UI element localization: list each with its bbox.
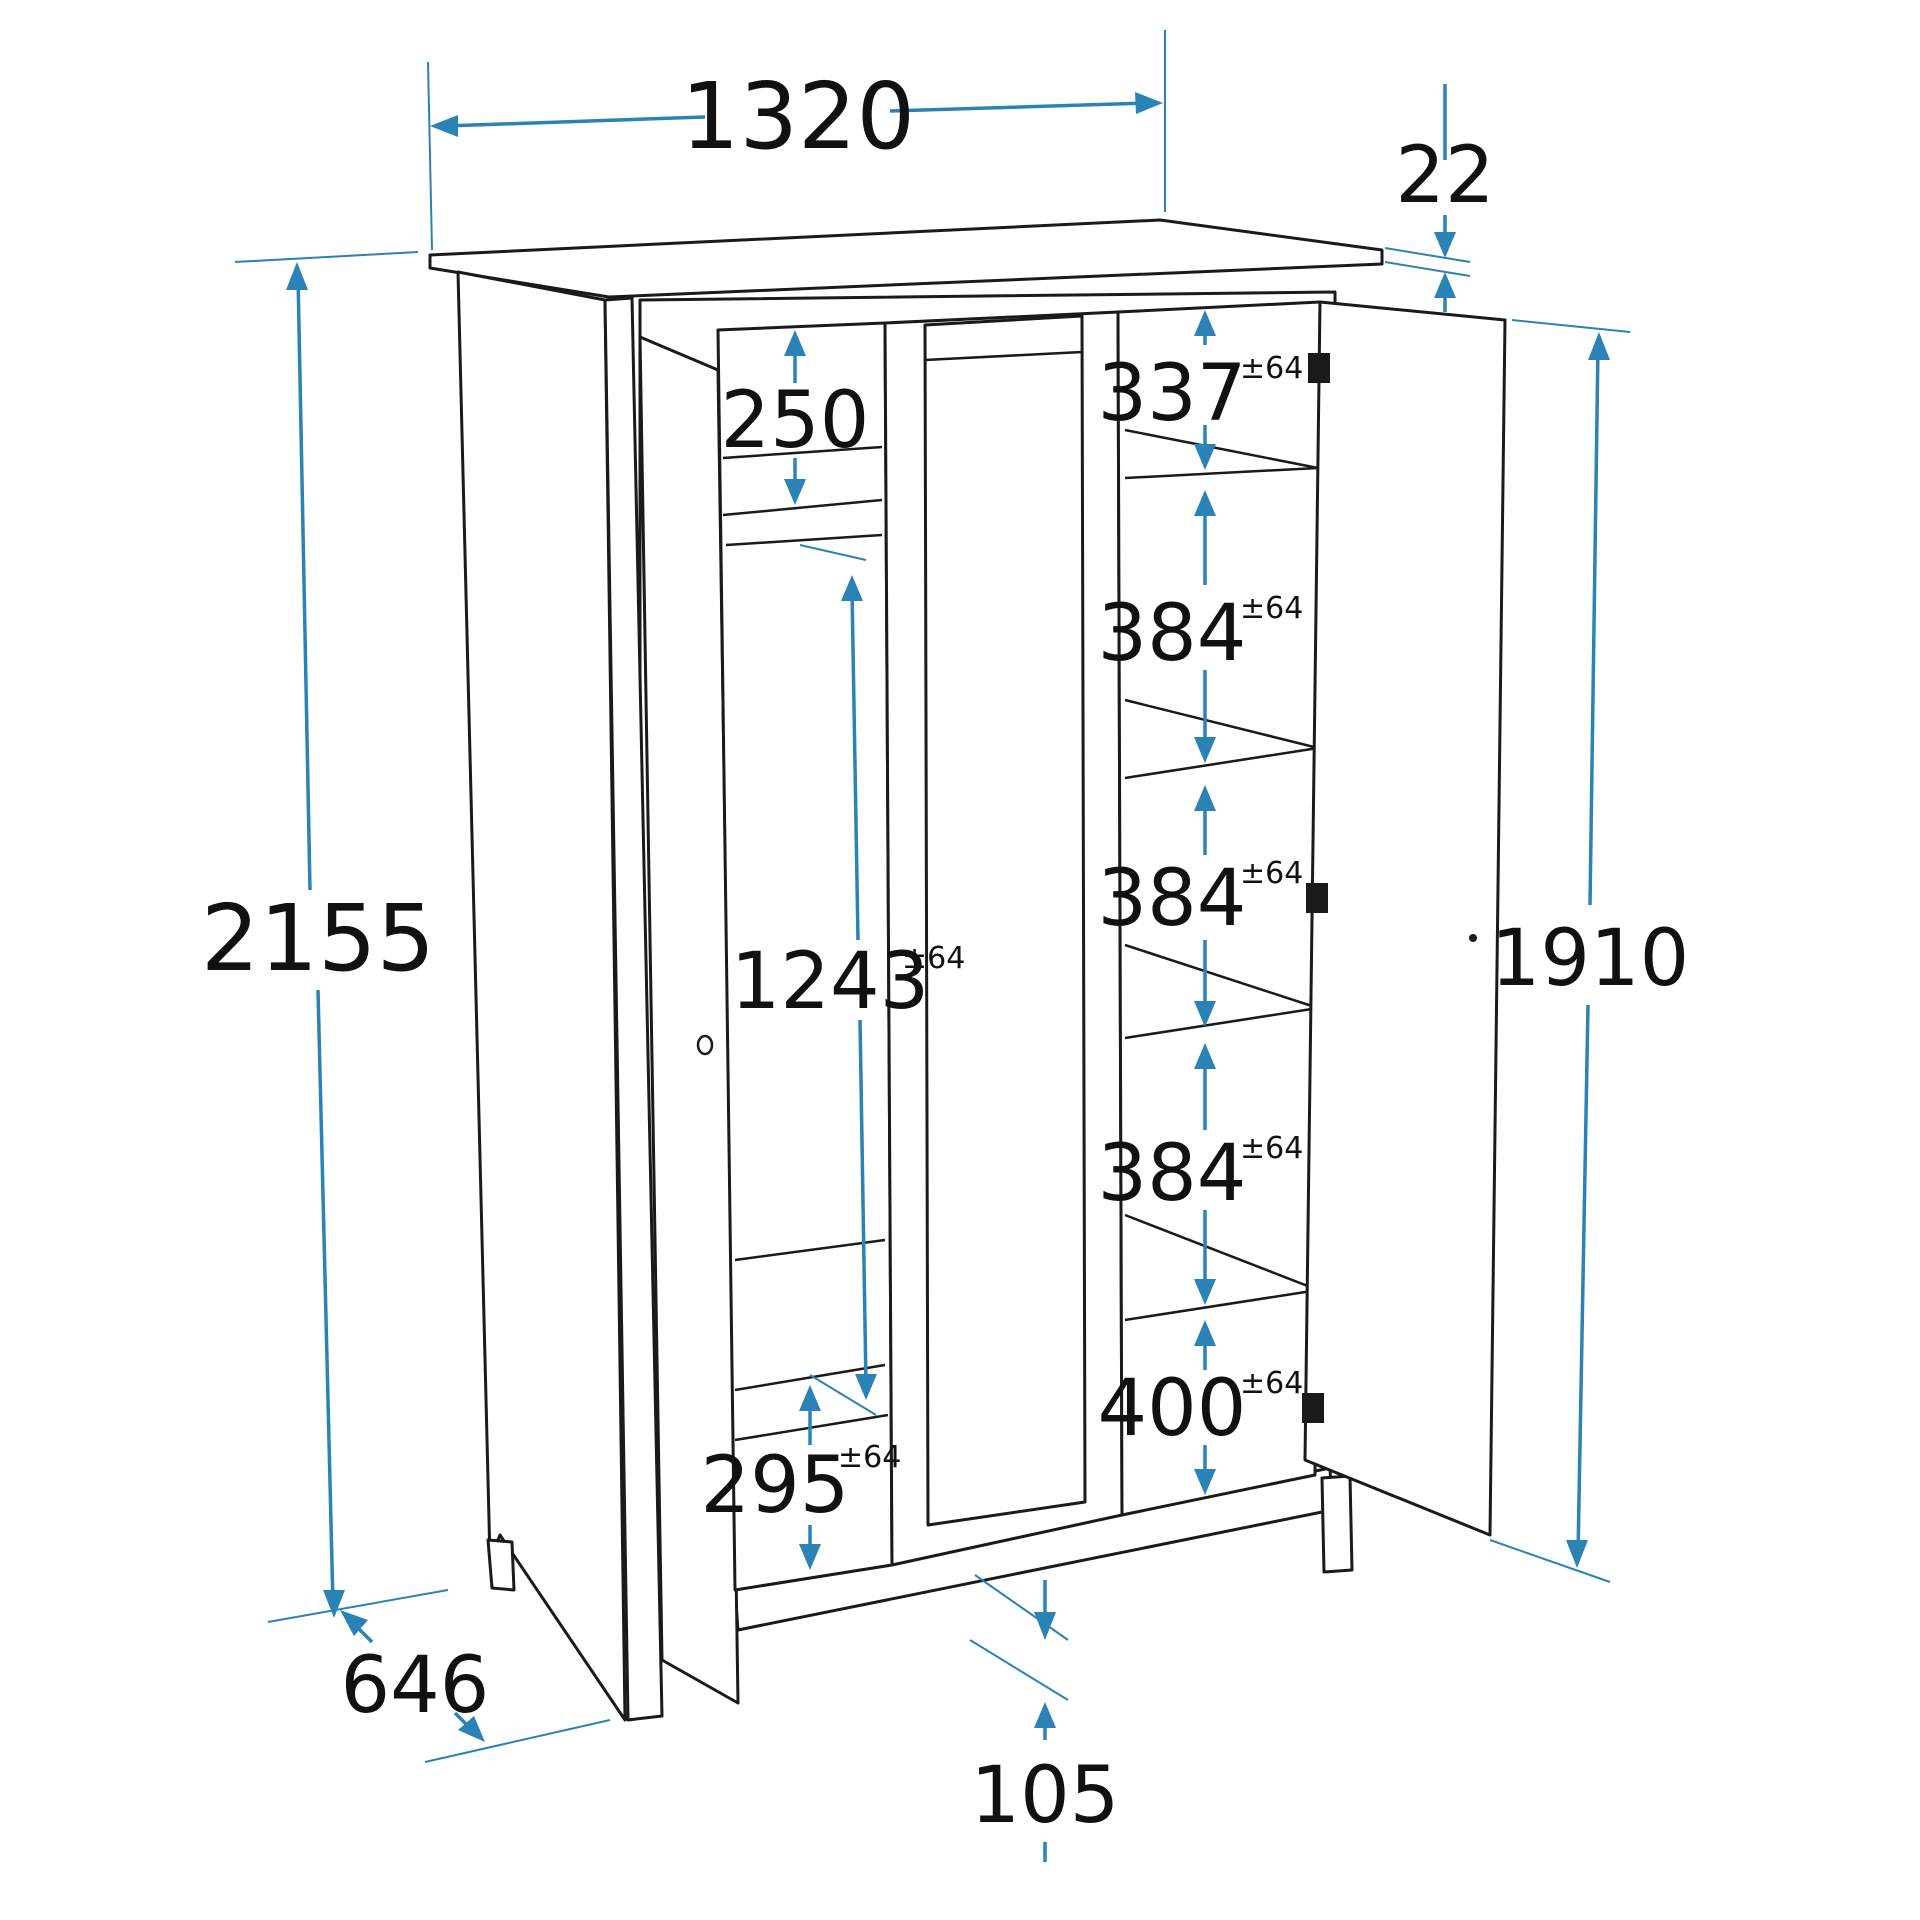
cabinet-top (428, 218, 1384, 299)
right-shelf-4 (1124, 1288, 1319, 1322)
top-shelf-left (722, 445, 883, 460)
bottom-shelf-left (734, 1238, 886, 1262)
plinth-label: 105 (971, 1751, 1120, 1841)
left-back-leg (486, 1538, 516, 1592)
left-side-panel (456, 270, 627, 1722)
right-shelf-1 (1124, 466, 1319, 480)
right-door-knob (1469, 934, 1477, 942)
bottom-left-label: 295 (701, 1441, 850, 1531)
right-leg (1320, 1474, 1354, 1574)
hinge-top (1308, 353, 1330, 383)
shelf-4-tolerance: ±64 (1240, 1131, 1303, 1166)
hanging-label: 1243 (731, 937, 930, 1027)
shelf-1-label: 337 (1098, 349, 1247, 439)
shelf-4-label: 384 (1098, 1129, 1247, 1219)
left-door-knob (696, 1034, 714, 1056)
hinge-bottom (1302, 1393, 1324, 1423)
hinge-middle (1306, 883, 1328, 913)
shelf-1-tolerance: ±64 (1240, 351, 1303, 386)
left-front-post (603, 296, 664, 1722)
left-door (638, 335, 740, 1705)
right-shelf-3-back (1124, 943, 1319, 1010)
shelf-5-label: 400 (1098, 1364, 1247, 1454)
right-shelf-3 (1124, 1006, 1319, 1040)
shelf-2-label: 384 (1098, 589, 1247, 679)
hanging-rail (725, 533, 883, 547)
shelf-3-label: 384 (1098, 854, 1247, 944)
shelf-5-tolerance: ±64 (1240, 1366, 1303, 1401)
depth-label: 646 (341, 1641, 490, 1731)
right-shelf-1-back (1124, 428, 1319, 470)
center-panel-top (924, 350, 1083, 362)
right-door (1303, 300, 1507, 1537)
shelf-2-tolerance: ±64 (1240, 591, 1303, 626)
height-label: 2155 (201, 885, 435, 992)
bottom-left-tolerance: ±64 (838, 1440, 901, 1475)
hanging-tolerance: ±64 (902, 941, 965, 976)
right-shelf-4-back (1124, 1213, 1319, 1292)
bottom-shelf-left-front (734, 1363, 886, 1392)
center-panel-inset (923, 314, 1087, 1527)
door-height-label: 1910 (1491, 914, 1690, 1004)
shelf-3-tolerance: ±64 (1240, 856, 1303, 891)
width-label: 1320 (681, 63, 915, 170)
dimension-labels: 1320 22 2155 1910 646 105 250 1243 ±64 2… (201, 63, 1689, 1841)
wardrobe-drawing (428, 218, 1507, 1722)
right-shelf-2-back (1124, 698, 1319, 750)
rail-top-label: 250 (721, 376, 870, 466)
top-thickness-label: 22 (1395, 131, 1494, 221)
right-shelf-2 (1124, 746, 1319, 780)
shelf-compartment (1116, 300, 1322, 1517)
dimension-lines (234, 30, 1631, 1862)
top-shelf-left-edge (722, 498, 883, 517)
